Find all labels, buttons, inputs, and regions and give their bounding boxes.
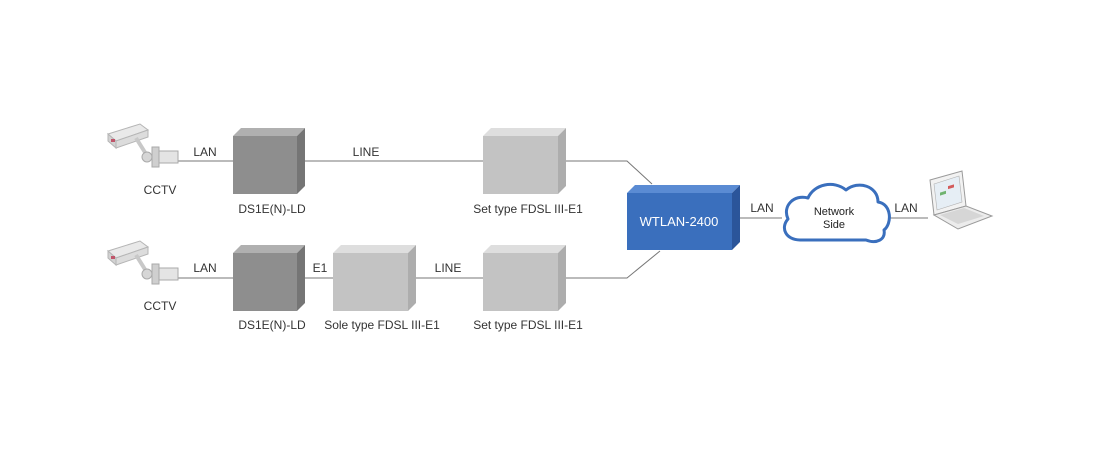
top-set-fdsl-device [483,128,566,194]
top-ds1e-label: DS1E(N)-LD [238,202,306,216]
top-cctv-label: CCTV [144,183,177,197]
cloud-label-line1: Network [814,206,855,218]
top-hub-wire [566,160,653,185]
bottom-line-label: LINE [435,261,462,275]
cctv-camera-icon [106,123,179,168]
bottom-e1-label: E1 [313,261,328,275]
hub-label: WTLAN-2400 [640,214,719,229]
bottom-sole-fdsl-device [333,245,416,311]
uplink-lan-label: LAN [750,201,773,215]
bottom-ds1e-label: DS1E(N)-LD [238,318,306,332]
cloud-icon [783,182,891,244]
bottom-cctv-label: CCTV [144,299,177,313]
wtlan-hub-device [627,185,740,250]
top-line-label: LINE [353,145,380,159]
bottom-set-fdsl-device [483,245,566,311]
cloud-label-line2: Side [823,219,845,231]
bottom-ds1e-device [233,245,305,311]
bottom-lan-label: LAN [193,261,216,275]
laptop-icon [929,170,994,230]
top-set-fdsl-label: Set type FDSL III-E1 [473,202,583,216]
client-lan-label: LAN [894,201,917,215]
top-ds1e-device [233,128,305,194]
connection-lines [178,160,928,279]
bottom-sole-fdsl-label: Sole type FDSL III-E1 [324,318,440,332]
bottom-hub-wire [566,250,661,279]
bottom-set-fdsl-label: Set type FDSL III-E1 [473,318,583,332]
cctv-camera-icon [106,240,179,285]
top-lan-label: LAN [193,145,216,159]
